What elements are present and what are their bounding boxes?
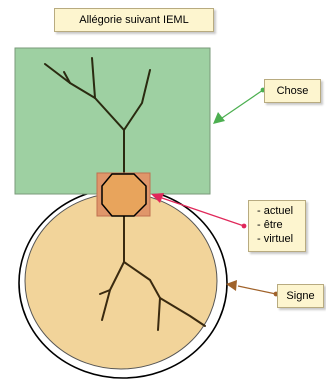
- signe-connector: [226, 280, 278, 296]
- state-virtuel: - virtuel: [249, 232, 305, 246]
- signe-circle: [25, 193, 217, 369]
- chose-callout: Chose: [264, 79, 321, 103]
- states-callout: - actuel - être - virtuel: [248, 200, 306, 252]
- diagram-title: Allégorie suivant IEML: [54, 8, 214, 32]
- state-actuel: - actuel: [249, 204, 305, 218]
- state-etre: - être: [249, 218, 305, 232]
- junction-octagon: [102, 174, 146, 216]
- chose-rectangle: [15, 48, 210, 194]
- chose-connector: [213, 88, 265, 124]
- signe-callout: Signe: [277, 284, 324, 308]
